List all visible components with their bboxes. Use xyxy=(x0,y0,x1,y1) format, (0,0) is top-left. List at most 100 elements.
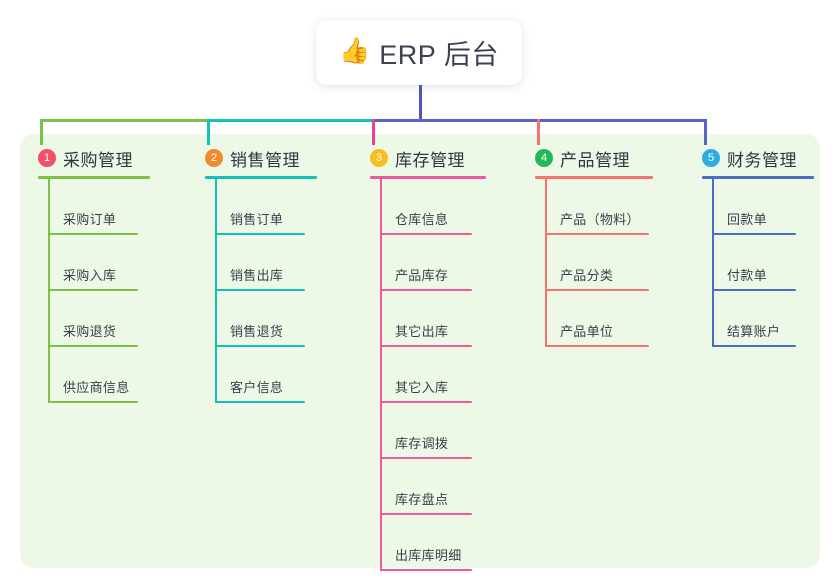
column-items: 销售订单销售出库销售退货客户信息 xyxy=(215,179,317,403)
leaf-item-label: 销售出库 xyxy=(230,268,284,283)
column-items: 仓库信息产品库存其它出库其它入库库存调拨库存盘点出库库明细 xyxy=(380,179,486,571)
column-drop-connector-2 xyxy=(207,119,210,145)
leaf-item-rule xyxy=(48,289,138,291)
leaf-item-label: 回款单 xyxy=(727,212,767,227)
column-items: 采购订单采购入库采购退货供应商信息 xyxy=(48,179,150,403)
column-drop-connector-4 xyxy=(537,119,540,145)
leaf-item-rule xyxy=(215,289,305,291)
column-销售管理: 2 销售管理销售订单销售出库销售退货客户信息 xyxy=(205,146,317,403)
column-title: 财务管理 xyxy=(727,150,797,170)
root-stem-connector xyxy=(419,85,422,122)
column-header-rule xyxy=(702,176,814,179)
leaf-item-label: 其它出库 xyxy=(395,324,449,339)
leaf-item-label: 仓库信息 xyxy=(395,212,449,227)
thumbs-up-icon: 👍 xyxy=(339,37,371,65)
column-drop-connector-3 xyxy=(372,119,375,145)
leaf-item[interactable]: 供应商信息 xyxy=(48,347,150,403)
leaf-item-label: 产品单位 xyxy=(560,324,614,339)
column-header-rule xyxy=(205,176,317,179)
leaf-item-rule xyxy=(545,345,649,347)
root-node-inner: 👍 ERP 后台 xyxy=(339,33,499,72)
leaf-item-label: 采购订单 xyxy=(63,212,117,227)
leaf-item[interactable]: 采购订单 xyxy=(48,179,150,235)
leaf-item[interactable]: 产品（物料） xyxy=(545,179,653,235)
leaf-item-rule xyxy=(380,289,472,291)
leaf-item-rule xyxy=(545,233,649,235)
leaf-item-label: 库存调拨 xyxy=(395,436,449,451)
leaf-item[interactable]: 产品库存 xyxy=(380,235,486,291)
leaf-item[interactable]: 回款单 xyxy=(712,179,814,235)
root-node-title: ERP 后台 xyxy=(379,40,499,70)
leaf-item[interactable]: 出库库明细 xyxy=(380,515,486,571)
root-node-card[interactable]: 👍 ERP 后台 xyxy=(316,20,522,85)
leaf-item[interactable]: 采购退货 xyxy=(48,291,150,347)
leaf-item-rule xyxy=(380,345,472,347)
leaf-item-label: 产品分类 xyxy=(560,268,614,283)
column-header-2[interactable]: 2 销售管理 xyxy=(205,146,317,170)
leaf-item-rule xyxy=(712,345,796,347)
column-items: 产品（物料） 产品分类产品单位 xyxy=(545,179,653,347)
leaf-item-label: 其它入库 xyxy=(395,380,449,395)
column-stem-connector xyxy=(48,179,50,403)
diagram-background-panel xyxy=(20,134,820,568)
leaf-item-rule xyxy=(215,233,305,235)
leaf-item-rule xyxy=(48,345,138,347)
column-title: 销售管理 xyxy=(230,150,300,170)
leaf-item[interactable]: 库存调拨 xyxy=(380,403,486,459)
leaf-item-rule xyxy=(712,233,796,235)
column-stem-connector xyxy=(215,179,217,403)
leaf-item-rule xyxy=(380,569,472,571)
leaf-item[interactable]: 付款单 xyxy=(712,235,814,291)
column-header-rule xyxy=(370,176,486,179)
leaf-item-rule xyxy=(215,345,305,347)
column-number-badge: 3 xyxy=(370,149,388,167)
leaf-item[interactable]: 产品单位 xyxy=(545,291,653,347)
leaf-item[interactable]: 结算账户 xyxy=(712,291,814,347)
leaf-item[interactable]: 库存盘点 xyxy=(380,459,486,515)
connector-segment-1 xyxy=(40,119,207,122)
leaf-item[interactable]: 客户信息 xyxy=(215,347,317,403)
leaf-item[interactable]: 销售退货 xyxy=(215,291,317,347)
leaf-item-rule xyxy=(545,289,649,291)
leaf-item-label: 结算账户 xyxy=(727,324,781,339)
column-drop-connector-1 xyxy=(40,119,43,145)
leaf-item-label: 产品库存 xyxy=(395,268,449,283)
leaf-item-label: 付款单 xyxy=(727,268,767,283)
leaf-item[interactable]: 其它入库 xyxy=(380,347,486,403)
leaf-item[interactable]: 产品分类 xyxy=(545,235,653,291)
connector-segment-2 xyxy=(207,119,372,122)
leaf-item-rule xyxy=(380,401,472,403)
leaf-item-rule xyxy=(48,401,138,403)
leaf-item-label: 出库库明细 xyxy=(395,548,462,563)
leaf-item-label: 库存盘点 xyxy=(395,492,449,507)
leaf-item-label: 供应商信息 xyxy=(63,380,130,395)
column-stem-connector xyxy=(380,179,382,571)
leaf-item[interactable]: 销售订单 xyxy=(215,179,317,235)
leaf-item[interactable]: 其它出库 xyxy=(380,291,486,347)
column-stem-connector xyxy=(712,179,714,347)
column-title: 采购管理 xyxy=(63,150,133,170)
leaf-item-rule xyxy=(712,289,796,291)
column-header-rule xyxy=(38,176,150,179)
leaf-item-label: 销售退货 xyxy=(230,324,284,339)
leaf-item-label: 采购入库 xyxy=(63,268,117,283)
column-header-rule xyxy=(535,176,653,179)
leaf-item-label: 产品（物料） xyxy=(560,212,640,227)
leaf-item-rule xyxy=(380,457,472,459)
leaf-item-rule xyxy=(380,233,472,235)
leaf-item[interactable]: 仓库信息 xyxy=(380,179,486,235)
leaf-item[interactable]: 销售出库 xyxy=(215,235,317,291)
leaf-item-rule xyxy=(48,233,138,235)
leaf-item-rule xyxy=(380,513,472,515)
leaf-item[interactable]: 采购入库 xyxy=(48,235,150,291)
column-title: 产品管理 xyxy=(560,150,630,170)
column-items: 回款单付款单结算账户 xyxy=(712,179,814,347)
column-number-badge: 2 xyxy=(205,149,223,167)
